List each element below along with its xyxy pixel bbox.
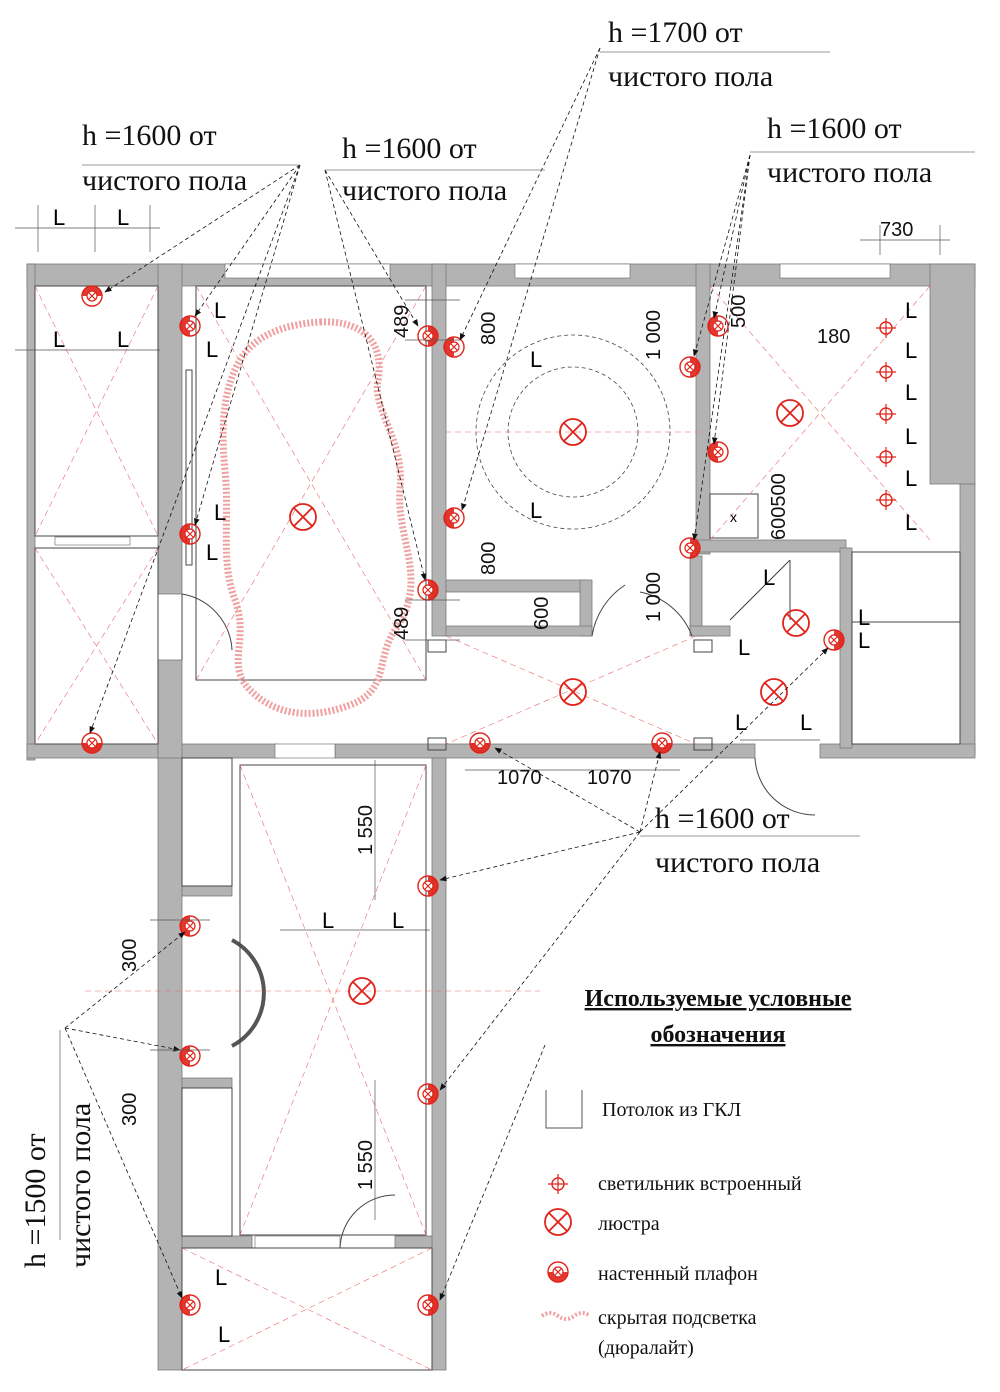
axis-l-label: L	[905, 510, 917, 535]
axis-l-label: L	[214, 298, 226, 323]
axis-l-label: L	[53, 205, 65, 230]
note-h1600-left-line1: h =1600 от	[82, 119, 217, 152]
note-h1600-bottom-line2: чистого пола	[655, 846, 820, 879]
dim-300-bottom: 300	[119, 1093, 141, 1126]
note-h1500-line2: чистого пола	[64, 1103, 97, 1268]
leader-lines	[64, 47, 829, 1301]
dim-600: 600	[531, 597, 553, 630]
hidden-lighting-icon	[540, 1311, 592, 1321]
walls	[26, 263, 976, 1371]
axis-l-label: L	[905, 424, 917, 449]
dim-800-bottom: 800	[478, 542, 500, 575]
axis-l-label: L	[218, 1322, 230, 1347]
dim-500: 500	[728, 295, 750, 328]
note-h1600-right-line1: h =1600 от	[767, 112, 902, 145]
note-h1600-left-line2: чистого пола	[82, 164, 247, 197]
axis-l-label: L	[905, 338, 917, 363]
gkl-ceiling-icon	[545, 1090, 583, 1129]
dim-489-bottom: 489	[391, 607, 413, 640]
dim-1550-top: 1 550	[355, 805, 377, 855]
note-underlines	[59, 51, 975, 1240]
axis-l-label: L	[206, 337, 218, 362]
axis-l-label: L	[858, 628, 870, 653]
note-h1700-line2: чистого пола	[608, 60, 773, 93]
axis-l-label: L	[206, 540, 218, 565]
dim-800-top: 800	[478, 312, 500, 345]
note-h1600-right-line2: чистого пола	[767, 156, 932, 189]
dim-1000-bottom: 1 000	[643, 572, 665, 622]
dim-600500: 600500	[768, 473, 790, 540]
note-h1700-line1: h =1700 от	[608, 16, 743, 49]
wall-lamp-icon	[547, 1261, 569, 1283]
legend-title-line1: Используемые условные	[585, 986, 852, 1012]
axis-l-label: L	[905, 380, 917, 405]
axis-l-label: L	[735, 710, 747, 735]
dim-489-top: 489	[391, 305, 413, 338]
dim-1550-bottom: 1 550	[355, 1140, 377, 1190]
legend-label-gkl: Потолок из ГКЛ	[602, 1099, 741, 1121]
axis-l-label: L	[322, 908, 334, 933]
dim-180: 180	[817, 326, 850, 348]
recessed-light-icon	[547, 1173, 569, 1195]
x-mark: x	[730, 509, 737, 525]
dim-1070-left: 1070	[497, 767, 542, 789]
axis-l-label: L	[763, 565, 775, 590]
axis-l-label: L	[738, 635, 750, 660]
legend-label-duralight: (дюралайт)	[598, 1337, 694, 1359]
note-h1600-mid-line2: чистого пола	[342, 174, 507, 207]
dim-1000-top: 1 000	[643, 310, 665, 360]
chandelier-icon	[544, 1208, 572, 1236]
ceiling-axis-lines	[34, 285, 931, 1371]
legend-label-wall-lamp: настенный плафон	[598, 1263, 758, 1285]
axis-l-markers: L L L L L L L L L L L L L L L L L L L L …	[53, 205, 917, 1347]
dim-1070-right: 1070	[587, 767, 632, 789]
legend: Используемые условные обозначения Потоло…	[540, 986, 852, 1359]
axis-l-label: L	[214, 500, 226, 525]
axis-l-label: L	[117, 205, 129, 230]
hidden-lighting-contour	[219, 318, 415, 717]
height-notes: h =1600 от чистого пола h =1600 от чисто…	[19, 16, 932, 1268]
note-h1600-mid-line1: h =1600 от	[342, 132, 477, 165]
dimension-lines	[15, 205, 950, 1220]
legend-label-recessed: светильник встроенный	[598, 1173, 802, 1195]
legend-label-hidden-lighting: скрытая подсветка	[598, 1307, 757, 1329]
axis-l-label: L	[905, 298, 917, 323]
note-h1600-bottom-line1: h =1600 от	[655, 802, 790, 835]
legend-title-line2: обозначения	[650, 1022, 785, 1048]
dim-300-top: 300	[119, 939, 141, 972]
chandeliers	[289, 399, 810, 1005]
legend-label-chandelier: люстра	[598, 1213, 660, 1235]
axis-l-label: L	[530, 498, 542, 523]
axis-l-label: L	[215, 1265, 227, 1290]
note-h1500-line1: h =1500 от	[19, 1133, 52, 1268]
axis-l-label: L	[53, 327, 65, 352]
axis-l-label: L	[117, 327, 129, 352]
axis-l-label: L	[392, 908, 404, 933]
dim-730: 730	[880, 219, 913, 241]
axis-l-label: L	[530, 347, 542, 372]
recessed-lights	[875, 317, 897, 511]
axis-l-label: L	[800, 710, 812, 735]
axis-l-label: L	[905, 466, 917, 491]
axis-l-label: L	[858, 605, 870, 630]
dimension-labels: 730 180 489 489 800 800 1 000 1 000 500 …	[119, 219, 913, 1190]
